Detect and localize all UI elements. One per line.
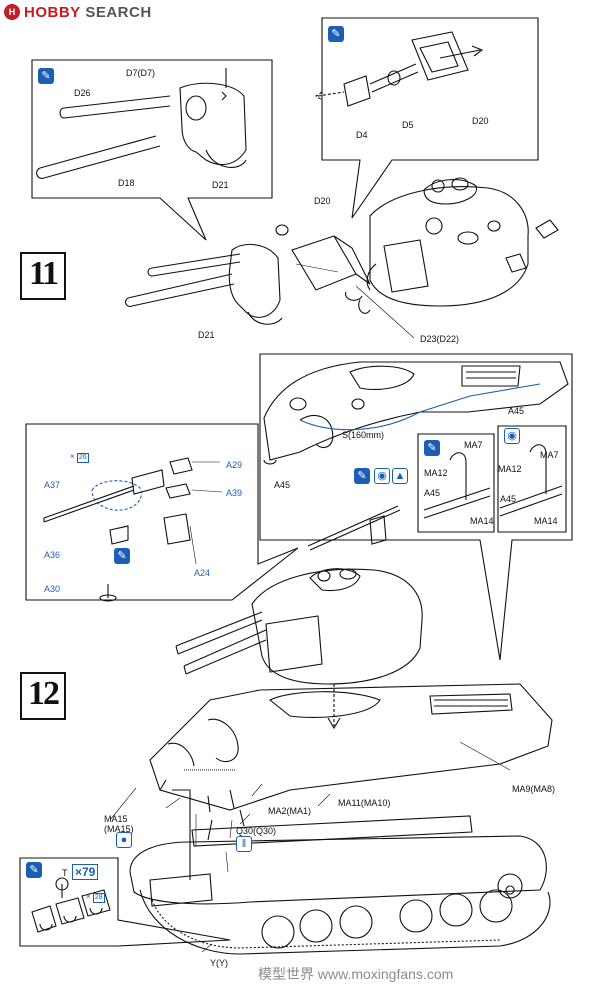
part-label-a45-top: A45	[508, 406, 525, 416]
part-label-a45-left: A45	[274, 480, 291, 490]
part-label-ma14-a: MA14	[470, 516, 494, 526]
cement-icon: ✎	[424, 440, 440, 456]
part-label-ma7-a: MA7	[464, 440, 483, 450]
part-label-a45-a: A45	[424, 488, 441, 498]
part-label-a39: A39	[226, 488, 243, 498]
part-label-a37: A37	[44, 480, 61, 490]
part-label-s160: S(160mm)	[342, 430, 385, 440]
inset-right-frame	[321, 17, 539, 219]
moxingfans-watermark: 模型世界 www.moxingfans.com	[258, 966, 454, 982]
step-number-11: 11	[20, 252, 66, 300]
cement-icon: ✎	[354, 468, 370, 484]
logo-text: HOBBY SEARCH	[24, 3, 152, 21]
part-label-ma15-alt: (MA15)	[104, 824, 134, 834]
part-label-d21-inset: D21	[212, 180, 229, 190]
logo-mark: H	[4, 4, 20, 20]
paint-icon: ◉	[504, 428, 520, 444]
inset-left-frame	[31, 59, 273, 241]
parts-count-badge-2: × 28	[86, 892, 105, 903]
drill-icon: ‖	[236, 836, 252, 852]
hobby-search-logo: H HOBBY SEARCH	[4, 2, 152, 22]
part-label-d5: D5	[402, 120, 414, 130]
cement-icon: ✎	[114, 548, 130, 564]
part-label-d18: D18	[118, 178, 135, 188]
quantity-x79: ×79	[72, 864, 99, 880]
drill-icon: ▲	[392, 468, 408, 484]
part-label-ma7-b: MA7	[540, 450, 559, 460]
part-label-t: T	[62, 868, 68, 878]
inset-hull-frame	[259, 353, 573, 661]
part-label-d4: D4	[356, 130, 368, 140]
cement-icon: ✎	[38, 68, 54, 84]
part-label-d26: D26	[74, 88, 91, 98]
glue-icon: ●	[116, 832, 132, 848]
part-label-d7: D7(D7)	[126, 68, 156, 78]
part-label-ma14-b: MA14	[534, 516, 558, 526]
part-label-ma12-a: MA12	[424, 468, 448, 478]
part-label-d20: D20	[314, 196, 331, 206]
part-label-q30: Q30(Q30)	[236, 826, 277, 836]
part-label-a36: A36	[44, 550, 61, 560]
part-label-d23: D23(D22)	[420, 334, 460, 344]
step-number-12: 12	[20, 672, 66, 720]
part-label-ma15: MA15	[104, 814, 128, 824]
part-label-a29: A29	[226, 460, 243, 470]
part-label-ma11: MA11(MA10)	[338, 798, 391, 808]
part-label-d20-inset: D20	[472, 116, 489, 126]
part-label-a45-b: A45	[500, 494, 517, 504]
inset-gun-frame	[25, 423, 299, 601]
paint-icon: ◉	[374, 468, 390, 484]
part-label-ma2: MA2(MA1)	[268, 806, 312, 816]
cement-icon: ✎	[26, 862, 42, 878]
part-label-a24: A24	[194, 568, 211, 578]
part-label-ma9: MA9(MA8)	[512, 784, 556, 794]
cement-icon: ✎	[328, 26, 344, 42]
parts-count-badge-1: × 26	[70, 452, 89, 463]
part-label-d21: D21	[198, 330, 215, 340]
inset-tracks-frame	[19, 857, 231, 947]
part-label-a30: A30	[44, 584, 61, 594]
part-label-ma12-b: MA12	[498, 464, 522, 474]
part-label-y: Y(Y)	[210, 958, 228, 968]
